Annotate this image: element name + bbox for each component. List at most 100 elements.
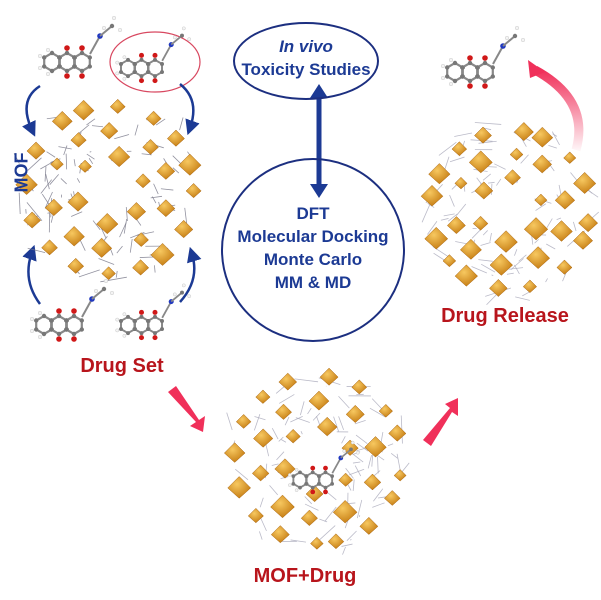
linker-bond xyxy=(427,221,438,235)
linker-bond xyxy=(449,156,465,163)
carbon-atom xyxy=(153,314,157,319)
linker-bond xyxy=(98,258,115,265)
drug-molecule-4 xyxy=(115,283,192,341)
computational-methods-circle: DFT Molecular Docking Monte Carlo MM & M… xyxy=(221,158,405,342)
oxygen-atom xyxy=(138,335,145,341)
carbon-atom xyxy=(87,64,92,69)
metal-cluster-polyhedron xyxy=(384,490,401,506)
carbon-atom xyxy=(317,474,321,479)
oxygen-atom xyxy=(323,489,328,495)
carbon-atom xyxy=(42,64,47,69)
carbon-atom xyxy=(132,61,137,66)
mof-structure-loaded xyxy=(223,367,410,555)
metal-cluster-polyhedron xyxy=(513,122,534,142)
linker-bond xyxy=(114,134,130,140)
metal-cluster-polyhedron xyxy=(270,525,290,544)
carbon-atom xyxy=(146,61,150,66)
metal-cluster-polyhedron xyxy=(472,215,489,231)
metal-cluster-polyhedron xyxy=(316,416,338,437)
carbon-atom xyxy=(126,314,130,319)
linker-bond xyxy=(139,256,154,258)
metal-cluster-polyhedron xyxy=(522,279,538,294)
metal-cluster-polyhedron xyxy=(96,213,119,235)
metal-cluster-polyhedron xyxy=(424,226,449,250)
linker-bond xyxy=(456,203,467,216)
metal-cluster-polyhedron xyxy=(253,428,274,448)
linker-bond xyxy=(271,427,279,440)
metal-cluster-polyhedron xyxy=(145,110,162,126)
carbon-atom xyxy=(310,485,315,490)
metal-cluster-polyhedron xyxy=(275,403,292,420)
linker-bond xyxy=(134,124,139,136)
oxygen-atom xyxy=(310,465,316,471)
metal-cluster-polyhedron xyxy=(573,171,597,194)
carbon-atom xyxy=(119,61,123,66)
carbon-atom xyxy=(56,331,62,337)
metal-cluster-polyhedron xyxy=(363,473,382,491)
linker-bond xyxy=(518,254,527,262)
carbon-atom xyxy=(330,474,334,479)
linker-bond xyxy=(387,443,394,447)
linker-bond xyxy=(535,203,547,211)
linker-bond xyxy=(341,436,346,444)
linker-bond xyxy=(179,117,184,131)
process-arrow-drugset-to-mofdrug xyxy=(168,386,205,432)
oxygen-atom xyxy=(64,73,70,79)
metal-cluster-polyhedron xyxy=(319,367,339,386)
linker-bond xyxy=(421,201,432,223)
aromatic-ring xyxy=(446,61,464,83)
drug-molecule-2 xyxy=(115,26,192,84)
method-molecular-docking: Molecular Docking xyxy=(237,227,389,246)
linker-bond xyxy=(372,502,385,508)
hydrogen-atom xyxy=(30,317,35,322)
linker-bond xyxy=(26,202,43,221)
carbon-atom xyxy=(482,60,488,66)
carbon-atom xyxy=(109,23,115,29)
carbon-atom xyxy=(460,74,465,79)
linker-bond xyxy=(354,420,366,425)
metal-cluster-polyhedron xyxy=(345,404,365,423)
linker-bond xyxy=(307,408,312,415)
metal-cluster-polyhedron xyxy=(247,507,264,524)
hydrogen-atom xyxy=(288,483,292,487)
metal-cluster-polyhedron xyxy=(454,264,479,287)
linker-bond xyxy=(40,179,52,194)
metal-cluster-polyhedron xyxy=(50,157,64,171)
metal-cluster-polyhedron xyxy=(26,141,46,160)
metal-cluster-polyhedron xyxy=(67,257,85,274)
linker-bond xyxy=(123,218,128,234)
aromatic-ring xyxy=(43,51,61,73)
carbon-atom xyxy=(160,318,164,323)
linker-bond xyxy=(280,439,287,443)
carbon-atom xyxy=(49,50,55,56)
metal-cluster-polyhedron xyxy=(15,173,38,195)
carbon-atom xyxy=(57,55,62,60)
hydrogen-atom xyxy=(38,54,43,59)
linker-bond xyxy=(358,514,361,518)
linker-bond xyxy=(572,221,577,232)
linker-bond xyxy=(172,167,180,174)
linker-bond xyxy=(88,158,94,165)
linker-bond xyxy=(18,192,21,215)
carbon-atom xyxy=(64,68,70,74)
linker-bond xyxy=(278,394,295,404)
linker-bond xyxy=(390,452,398,459)
hydrogen-atom xyxy=(109,291,114,296)
linker-bond xyxy=(319,518,328,523)
hydrogen-atom xyxy=(350,440,355,445)
linker-bond xyxy=(125,207,128,222)
linker-bond xyxy=(49,174,59,185)
hydrogen-atom xyxy=(46,48,51,53)
linker-bond xyxy=(65,153,68,170)
metal-cluster-polyhedron xyxy=(23,211,41,229)
linker-bond xyxy=(369,407,386,418)
carbon-atom xyxy=(132,318,137,323)
oxygen-atom xyxy=(64,45,70,51)
linker-bond xyxy=(276,451,285,461)
metal-cluster-polyhedron xyxy=(310,536,324,550)
linker-bond xyxy=(284,416,290,426)
linker-bond xyxy=(338,416,345,431)
metal-cluster-polyhedron xyxy=(468,150,493,174)
linker-bond xyxy=(70,211,83,217)
